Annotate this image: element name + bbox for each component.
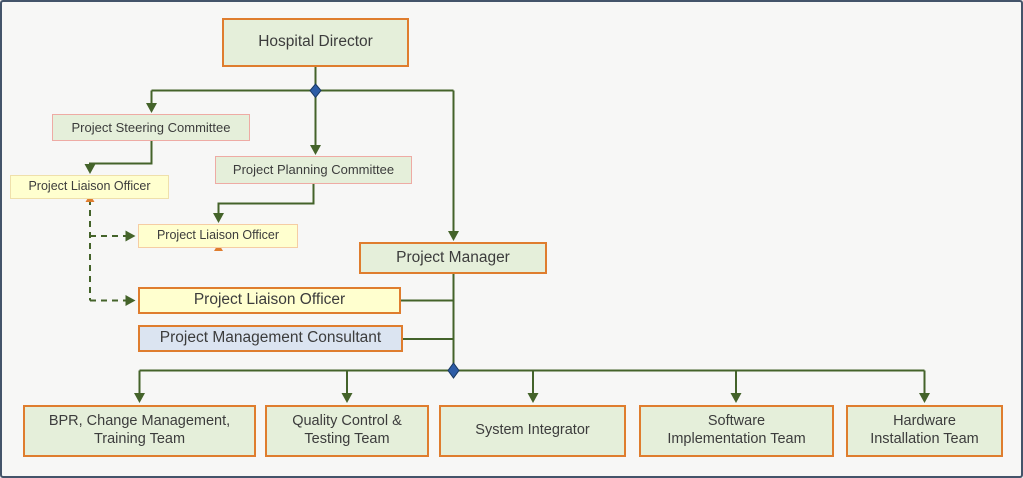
arrow-into-team-si [527,393,539,403]
node-label: Project Liaison Officer [193,291,346,309]
node-label: Quality Control & Testing Team [292,413,402,447]
junction-diamonds [309,83,460,379]
node-label: BPR, Change Management, Training Team [48,413,231,447]
node-team-hardware-installation: Hardware Installation Team [846,405,1003,457]
solid-connectors [89,67,926,394]
node-label: Hospital Director [258,33,373,51]
arrow-into-team-qc [341,393,353,403]
arrow-into-liaison1 [84,164,96,174]
node-label: Hardware Installation Team [870,413,979,447]
node-label: System Integrator [475,422,590,439]
arrow-into-team-hw [919,393,930,403]
arrow-into-team-bpr [134,393,145,403]
node-team-bpr: BPR, Change Management, Training Team [23,405,256,457]
node-label: Project Planning Committee [232,162,395,178]
edge-planning-to-liaison2 [217,184,315,214]
node-liaison-officer-2: Project Liaison Officer [138,224,298,248]
node-management-consultant: Project Management Consultant [138,325,403,352]
node-label: Software Implementation Team [667,413,806,447]
node-project-manager: Project Manager [359,242,547,274]
node-label: Project Management Consultant [159,329,382,347]
arrowheads [84,103,930,403]
node-team-quality-control: Quality Control & Testing Team [265,405,429,457]
node-label: Project Liaison Officer [156,228,280,243]
node-liaison-officer-1: Project Liaison Officer [10,175,169,199]
node-steering-committee: Project Steering Committee [52,114,250,141]
edge-steering-to-liaison1 [89,141,153,165]
node-label: Project Manager [396,248,510,266]
arrow-into-team-sw [730,393,742,403]
arrow-into-liaison2-left [125,230,136,242]
junction-diamond-top [309,83,322,99]
node-liaison-officer-3: Project Liaison Officer [138,287,401,314]
dashed-connectors [89,199,127,302]
node-team-system-integrator: System Integrator [439,405,626,457]
node-label: Project Steering Committee [71,119,231,135]
node-team-software-implementation: Software Implementation Team [639,405,834,457]
node-planning-committee: Project Planning Committee [215,156,412,184]
arrow-into-steering [146,103,157,113]
arrow-into-liaison3-left [125,295,136,306]
node-label: Project Liaison Officer [28,179,151,194]
arrow-into-project-manager [448,231,459,241]
node-hospital-director: Hospital Director [222,18,409,67]
arrow-into-liaison2 [213,213,224,223]
arrow-into-planning [310,145,321,155]
junction-diamond-bottom [447,362,460,379]
